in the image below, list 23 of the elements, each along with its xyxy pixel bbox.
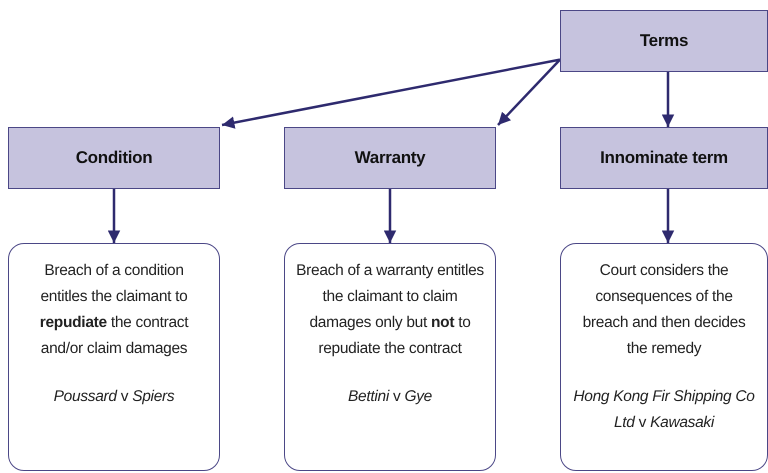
- arrow: [662, 72, 674, 127]
- box-title: Terms: [640, 31, 688, 51]
- category-box: [560, 10, 768, 72]
- description-text: Breach of a condition entitles the claimant to repudiate the contract and/or claim damages: [38, 261, 190, 359]
- description-box: [8, 243, 220, 471]
- category-box: [284, 127, 496, 189]
- arrow: [497, 58, 561, 126]
- category-box: [560, 127, 768, 189]
- case-citation: Poussard v Spiers: [54, 387, 174, 407]
- box-title: Condition: [76, 148, 152, 168]
- arrow: [222, 58, 560, 129]
- description-box: [560, 243, 768, 471]
- description-box: [284, 243, 496, 471]
- description-text: Court considers the consequences of the breach and then decides the remedy: [582, 261, 746, 359]
- arrow: [108, 189, 120, 243]
- description-text: Breach of a warranty entitles the claimant to claim damages only but not to repudiate the contract: [295, 261, 485, 359]
- arrow: [384, 189, 396, 243]
- box-title: Innominate term: [600, 148, 728, 168]
- arrow: [662, 189, 674, 243]
- case-citation: Bettini v Gye: [348, 387, 432, 407]
- case-citation: Hong Kong Fir Shipping Co Ltd v Kawasaki: [572, 387, 756, 433]
- box-title: Warranty: [354, 148, 426, 168]
- category-box: [8, 127, 220, 189]
